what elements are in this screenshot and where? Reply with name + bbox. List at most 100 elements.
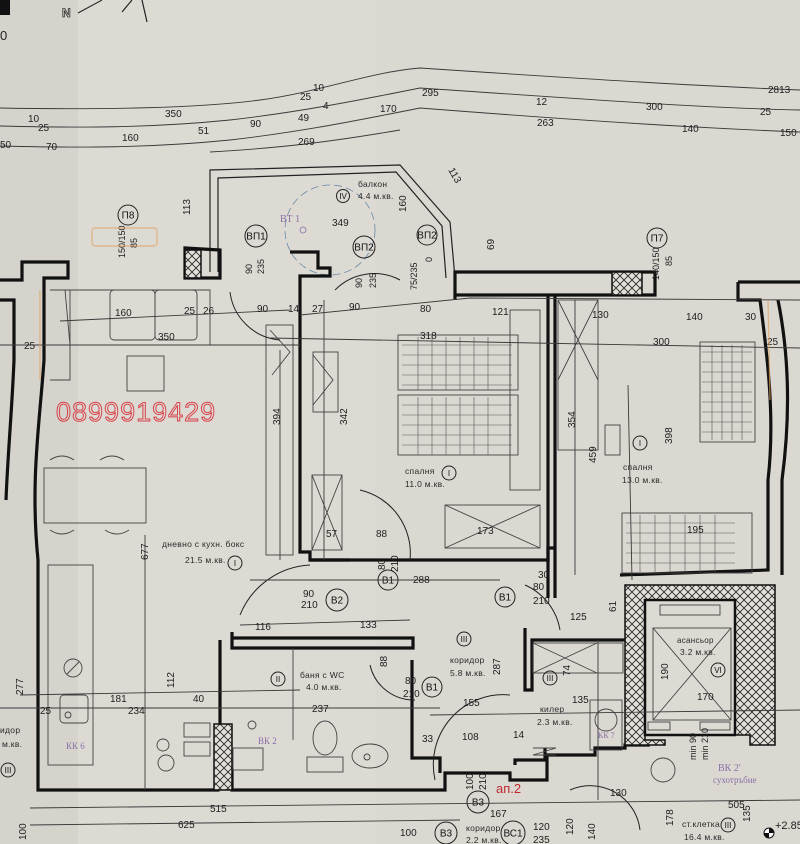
opening-tag-bc1: ВС1 bbox=[503, 829, 523, 840]
north-marker: N bbox=[62, 6, 71, 20]
dim-label: 170 bbox=[380, 104, 397, 115]
dim-label: 342 bbox=[339, 408, 350, 425]
column bbox=[611, 271, 643, 296]
dim-label: 133 bbox=[360, 620, 377, 631]
dim-label: 113 bbox=[182, 199, 193, 215]
dim-label: 398 bbox=[664, 427, 675, 444]
dim-label: 155 bbox=[463, 698, 480, 709]
opening-tag-p7: П7 bbox=[651, 234, 664, 245]
dim-label: 74 bbox=[562, 664, 573, 676]
room-area-elevator: 3.2 м.кв. bbox=[680, 647, 716, 657]
room-name-corridor: коридор bbox=[450, 655, 485, 665]
room-tag-circle bbox=[336, 189, 350, 203]
dim-label: 130 bbox=[610, 788, 627, 799]
opening-size-vp2b: 75/235 bbox=[409, 262, 419, 290]
dim-label: 10 bbox=[28, 114, 40, 125]
elevation-mark: +2.85 bbox=[775, 820, 800, 832]
opening-width-bc1: 120 bbox=[533, 822, 550, 833]
room-name-bathroom: баня с WC bbox=[300, 670, 345, 680]
opening-tag-b1-3: В1 bbox=[426, 683, 439, 694]
room-area-living: 21.5 м.кв. bbox=[185, 555, 226, 565]
opening-tag-b1: В1 bbox=[382, 576, 395, 587]
opening-tag-b3-2: В3 bbox=[440, 829, 453, 840]
dim-label: 295 bbox=[422, 88, 439, 99]
dim-label: 70 bbox=[46, 142, 58, 153]
dim-label: 49 bbox=[298, 113, 310, 124]
dim-label: 515 bbox=[210, 804, 227, 815]
room-tag-circle bbox=[710, 662, 726, 678]
opening-width-b3: 100 bbox=[465, 773, 476, 790]
opening-tag-vp2a: ВП2 bbox=[354, 243, 374, 254]
interior-dimension-lines bbox=[0, 297, 800, 826]
opening-height-bc1: 235 bbox=[533, 835, 550, 844]
dim-label: 160 bbox=[398, 195, 409, 212]
elevation-marker-icon bbox=[763, 827, 775, 839]
room-tag-stairwell: III bbox=[725, 821, 732, 830]
room-name-corridor-left: идор bbox=[0, 725, 20, 735]
opening-tag-b1-2: В1 bbox=[499, 593, 512, 604]
bedroom-furniture bbox=[311, 299, 756, 574]
room-tag-bedroom2: I bbox=[639, 439, 641, 448]
room-tag-elevator: VI bbox=[714, 666, 722, 675]
dim-label: 30 bbox=[538, 570, 550, 581]
dim-label: 195 bbox=[687, 525, 704, 536]
room-bathroom: баня с WC 4.0 м.кв. II bbox=[270, 670, 345, 692]
room-corridor-left: идор м.кв. III bbox=[0, 725, 22, 778]
room-tag-bedroom1: I bbox=[448, 469, 450, 478]
elevator-cabin bbox=[643, 598, 737, 737]
dim-label: 30 bbox=[745, 312, 757, 323]
room-name-living: дневно с кухн. бокс bbox=[162, 539, 245, 549]
dim-label: 80 bbox=[420, 304, 432, 315]
annotation-vk2b: ВК 2' bbox=[718, 763, 741, 774]
room-area-bathroom: 4.0 м.кв. bbox=[306, 682, 342, 692]
room-tag-living: I bbox=[234, 559, 236, 568]
dim-label: 167 bbox=[490, 809, 507, 820]
room-tag-storage: III bbox=[547, 674, 554, 683]
room-name-bedroom2: спалня bbox=[623, 462, 653, 472]
dim-label: 459 bbox=[588, 446, 599, 463]
room-name-elevator: асансьор bbox=[677, 636, 714, 645]
dim-label: 25 bbox=[38, 123, 50, 134]
dim-label: 135 bbox=[742, 805, 753, 822]
dim-label: 51 bbox=[198, 126, 210, 137]
column bbox=[213, 723, 233, 791]
dim-label: 25 bbox=[184, 306, 196, 317]
opening-sill-p7: 85 bbox=[664, 256, 674, 266]
opening-height-vp2a: 235 bbox=[368, 273, 378, 288]
opening-size-p7: 140/150 bbox=[651, 247, 661, 280]
annotation-vk2: ВК 2 bbox=[258, 736, 277, 746]
dim-label: 25 bbox=[767, 337, 779, 348]
door-swings bbox=[229, 273, 641, 831]
room-area-storage: 2.3 м.кв. bbox=[537, 717, 573, 727]
elevator: асансьор 3.2 м.кв. VI 190 170 min 90 min… bbox=[647, 604, 732, 760]
room-labels: дневно с кухн. бокс 21.5 м.кв. I спалня … bbox=[0, 435, 736, 844]
dim-label: 181 bbox=[110, 694, 127, 705]
opening-height-vp1: 235 bbox=[256, 259, 266, 274]
dim-label: 300 bbox=[653, 337, 670, 348]
room-area-balcony: 4.4 м.кв. bbox=[358, 191, 394, 201]
orange-overlay-marks bbox=[39, 227, 771, 401]
opening-width-b1-2: 80 bbox=[533, 582, 545, 593]
dim-label: 277 bbox=[15, 678, 26, 695]
garbage-chute bbox=[650, 757, 676, 783]
room-bedroom2: спалня 13.0 м.кв. I bbox=[622, 435, 663, 485]
room-area-corridor2: 2.2 м.кв. bbox=[466, 835, 502, 844]
room-area-bedroom2: 13.0 м.кв. bbox=[622, 475, 663, 485]
storage-fixtures: КК 7 bbox=[532, 642, 624, 756]
dim-label: 350 bbox=[165, 109, 182, 120]
dim-label: 88 bbox=[379, 655, 390, 667]
opening-width-b1-3: 80 bbox=[405, 676, 417, 687]
dim-label: 263 bbox=[537, 118, 554, 129]
dim-label: 625 bbox=[178, 820, 195, 831]
dim-label: 170 bbox=[697, 692, 714, 703]
corner-digit: 0 bbox=[0, 28, 7, 43]
annotation-vt1: ВТ 1 bbox=[280, 214, 300, 225]
dim-label: 25 bbox=[24, 341, 36, 352]
lift-door-height: min 210 bbox=[700, 728, 710, 760]
room-area-stairwell: 16.4 м.кв. bbox=[684, 832, 725, 842]
dim-label: 349 bbox=[332, 218, 349, 229]
room-area-corridor-left: м.кв. bbox=[2, 739, 22, 749]
room-bedroom1: спалня 11.0 м.кв. I bbox=[405, 465, 457, 489]
dim-label: 505 bbox=[728, 800, 745, 811]
